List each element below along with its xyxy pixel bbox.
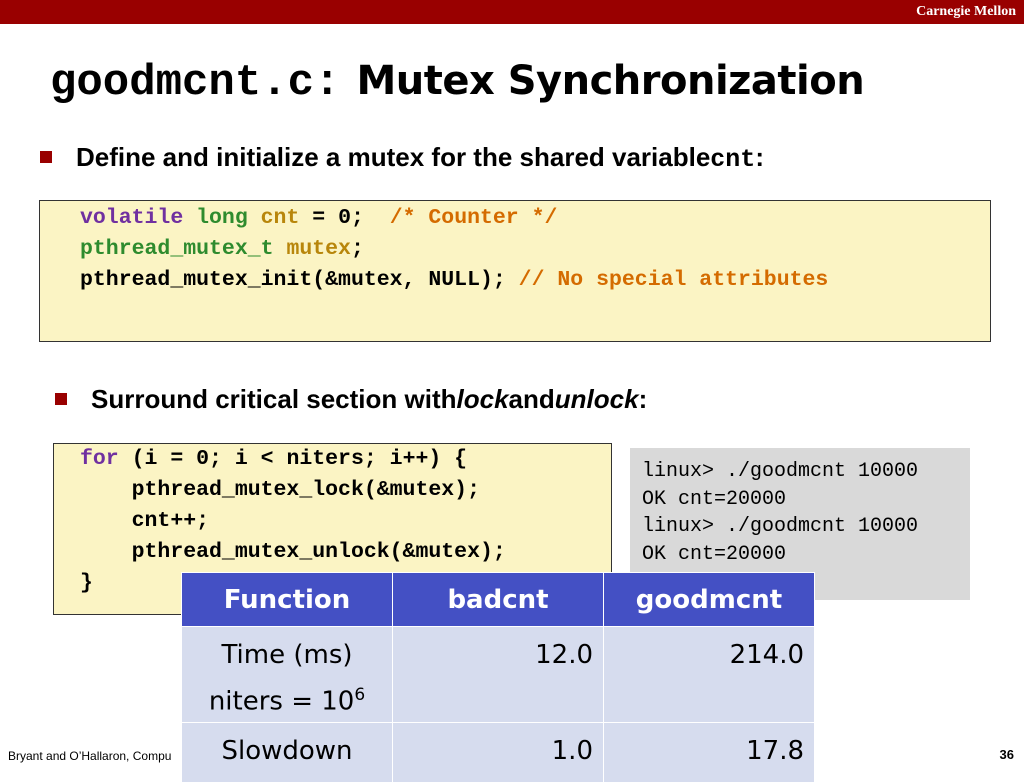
code-lines-loop: for (i = 0; i < niters; i++) { pthread_m… xyxy=(80,444,506,599)
page-number: 36 xyxy=(999,747,1014,762)
terminal-lines: linux> ./goodmcnt 10000 OK cnt=20000 lin… xyxy=(642,458,918,568)
table-cell-label: Time (ms) niters = 106 xyxy=(181,626,393,723)
bullet-square-icon xyxy=(40,151,52,163)
performance-table: Function badcnt goodmcnt Time (ms) niter… xyxy=(181,572,815,783)
code-token-type: long xyxy=(196,206,248,230)
table-cell-label: Slowdown xyxy=(181,721,393,783)
bullet-unlock-word: unlock xyxy=(554,384,639,414)
code-token-identifier: cnt xyxy=(260,206,300,230)
niters-label: niters = 10 xyxy=(208,686,355,717)
bullet-suffix: : xyxy=(638,384,648,414)
code-token-comment: /* Counter */ xyxy=(389,206,558,230)
terminal-line: linux> ./goodmcnt 10000 xyxy=(642,515,919,538)
table-row: Time (ms) niters = 106 12.0 214.0 xyxy=(181,626,815,723)
code-line: pthread_mutex_unlock(&mutex); xyxy=(80,540,506,564)
footer-text: Bryant and O’Hallaron, Compu xyxy=(8,749,172,763)
top-brand-bar: Carnegie Mellon xyxy=(0,0,1024,24)
bullet-critical-section: Surround critical section with lock and … xyxy=(55,384,647,415)
table-cell-badcnt: 12.0 xyxy=(392,626,604,723)
table-cell-badcnt: 1.0 xyxy=(392,721,604,783)
code-token-keyword: for xyxy=(80,447,119,471)
bullet-suffix: : xyxy=(755,142,764,172)
code-token-type: pthread_mutex_t xyxy=(80,237,274,261)
title-code: goodmcnt.c: xyxy=(50,58,341,108)
slide-title: goodmcnt.c: Mutex Synchronization xyxy=(50,58,865,118)
code-line: cnt++; xyxy=(80,509,210,533)
table-header: badcnt xyxy=(392,572,604,627)
time-label: Time (ms) xyxy=(221,640,353,670)
code-token-keyword: volatile xyxy=(80,206,184,230)
bullet-square-icon xyxy=(55,393,67,405)
terminal-line: linux> ./goodmcnt 10000 xyxy=(642,460,919,483)
code-line: volatile long cnt = 0; /* Counter */ xyxy=(80,206,558,230)
bullet-text: Define and initialize a mutex for the sh… xyxy=(76,142,711,172)
table-header: goodmcnt xyxy=(603,572,815,627)
bullet-code: cnt xyxy=(710,145,756,174)
code-lines-init: volatile long cnt = 0; /* Counter */ pth… xyxy=(80,203,828,296)
table-cell-goodmcnt: 17.8 xyxy=(603,721,815,783)
table-cell-goodmcnt: 214.0 xyxy=(603,626,815,723)
code-token-identifier: mutex xyxy=(286,237,351,261)
code-line: } xyxy=(80,571,93,595)
bullet-define-mutex: Define and initialize a mutex for the sh… xyxy=(40,142,764,174)
bullet-lock-word: lock xyxy=(456,384,509,414)
title-text: Mutex Synchronization xyxy=(356,58,865,104)
bullet-text-and: and xyxy=(508,384,555,414)
terminal-line: OK cnt=20000 xyxy=(642,542,787,566)
brand-label: Carnegie Mellon xyxy=(916,4,1016,19)
table-row: Slowdown 1.0 17.8 xyxy=(181,721,815,783)
table-header: Function xyxy=(181,572,393,627)
code-line: pthread_mutex_lock(&mutex); xyxy=(80,478,480,502)
code-line: pthread_mutex_t mutex; xyxy=(80,237,364,261)
code-token-comment: // No special attributes xyxy=(518,268,829,292)
code-line: for (i = 0; i < niters; i++) { xyxy=(80,447,468,471)
code-line: pthread_mutex_init(&mutex, NULL); // No … xyxy=(80,268,829,292)
code-block-init: volatile long cnt = 0; /* Counter */ pth… xyxy=(39,200,991,342)
niters-exponent: 6 xyxy=(354,685,366,705)
bullet-text: Surround critical section with xyxy=(91,384,457,414)
table-header-row: Function badcnt goodmcnt xyxy=(181,572,815,627)
terminal-line: OK cnt=20000 xyxy=(642,487,787,511)
